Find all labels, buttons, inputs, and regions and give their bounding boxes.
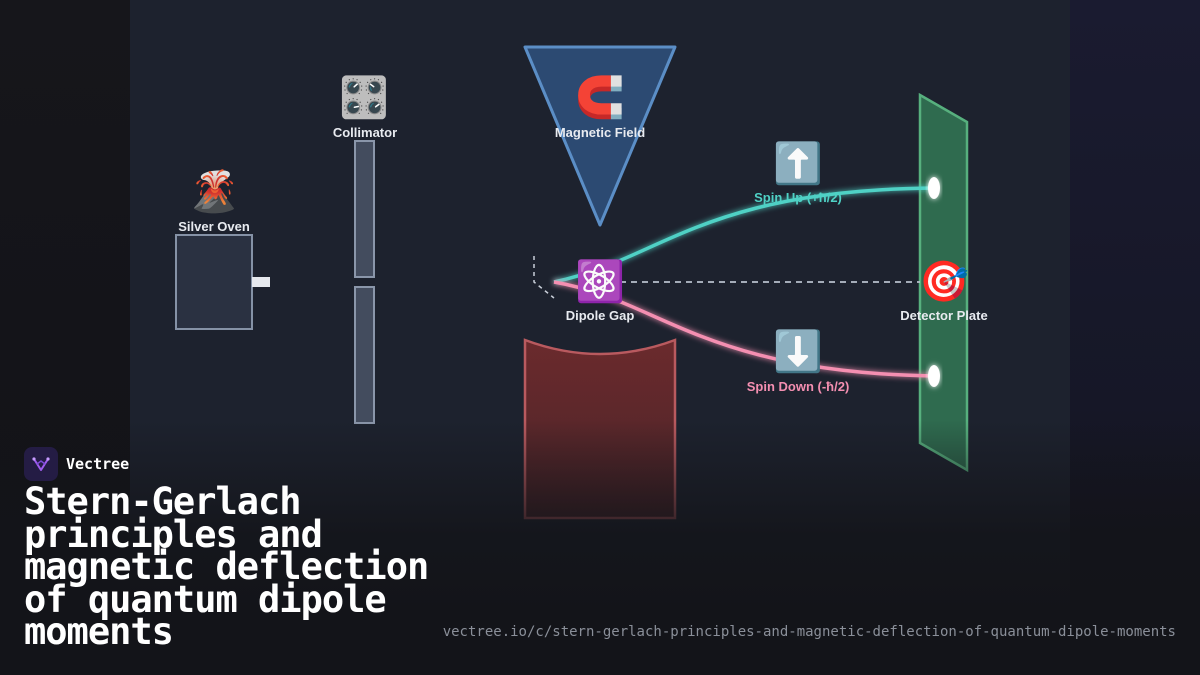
page-title: Stern-Gerlach principles and magnetic de…	[24, 480, 429, 653]
oven-label: Silver Oven	[178, 219, 250, 234]
brand: Vectree	[24, 447, 129, 481]
magnet-north-pole	[523, 45, 677, 227]
spin-up-impact	[928, 177, 940, 199]
oven-nozzle	[252, 277, 270, 287]
magnet-icon: 🧲	[575, 75, 625, 121]
control-knobs-icon: 🎛️	[339, 75, 389, 121]
spin-down-label: Spin Down (-ħ/2)	[746, 379, 850, 394]
oven-box	[175, 234, 253, 330]
arrow-up-icon: ⬆️	[773, 141, 823, 187]
target-icon: 🎯	[919, 259, 969, 305]
gap-indicator-line	[533, 256, 555, 299]
brand-name: Vectree	[66, 455, 130, 473]
spin-up-label: Spin Up (+ħ/2)	[754, 190, 842, 205]
spin-down-beam	[553, 280, 935, 378]
vectree-logo-icon	[24, 447, 58, 481]
collimator-lower-slit	[354, 286, 375, 424]
collimator-label: Collimator	[332, 125, 398, 140]
arrow-down-icon: ⬇️	[773, 329, 823, 375]
spin-down-impact	[928, 365, 940, 387]
detector-plate-label: Detector Plate	[900, 308, 988, 323]
page-url[interactable]: vectree.io/c/stern-gerlach-principles-an…	[442, 624, 1176, 640]
magnet-south-pole	[523, 338, 677, 520]
magnetic-field-label: Magnetic Field	[554, 125, 646, 140]
dipole-gap-label: Dipole Gap	[565, 308, 635, 323]
spin-up-beam	[553, 186, 935, 284]
collimator-upper-slit	[354, 140, 375, 278]
volcano-icon: 🌋	[189, 169, 239, 215]
atom-icon: ⚛️	[575, 259, 625, 305]
